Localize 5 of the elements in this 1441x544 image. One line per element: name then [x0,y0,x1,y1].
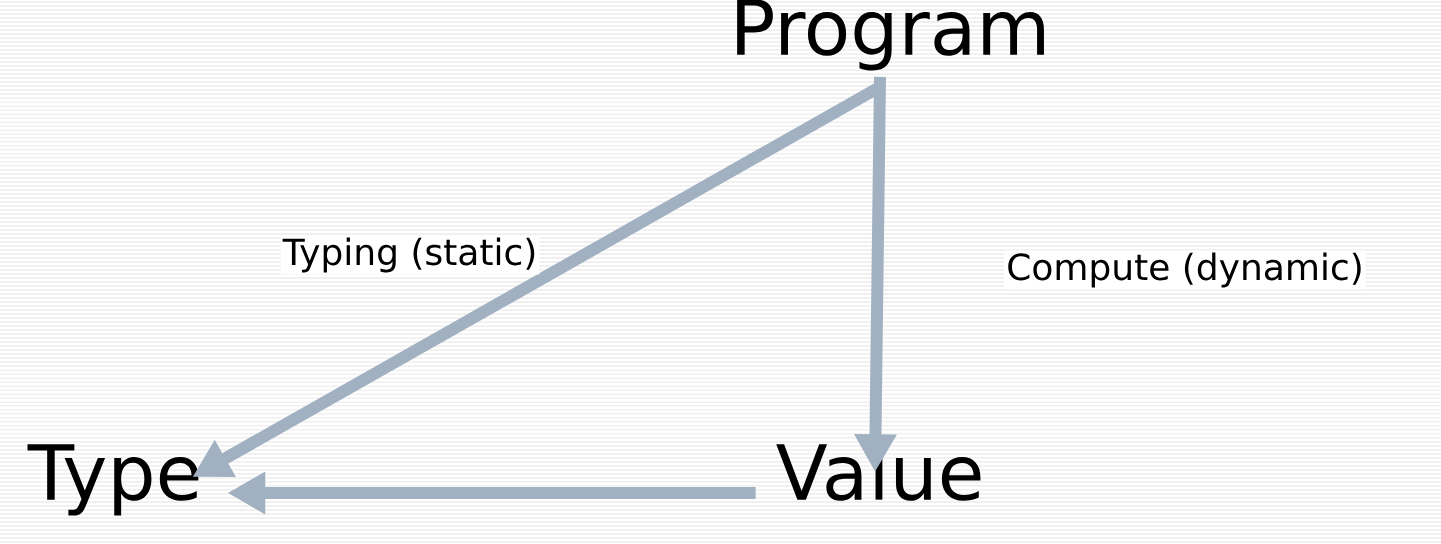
node-label: Value [776,441,981,501]
edge-label: Compute (dynamic) [1004,250,1366,290]
node-label: Type [27,444,199,516]
edge-label: Typing (static) [280,235,540,275]
node-label: Program [737,0,1044,71]
